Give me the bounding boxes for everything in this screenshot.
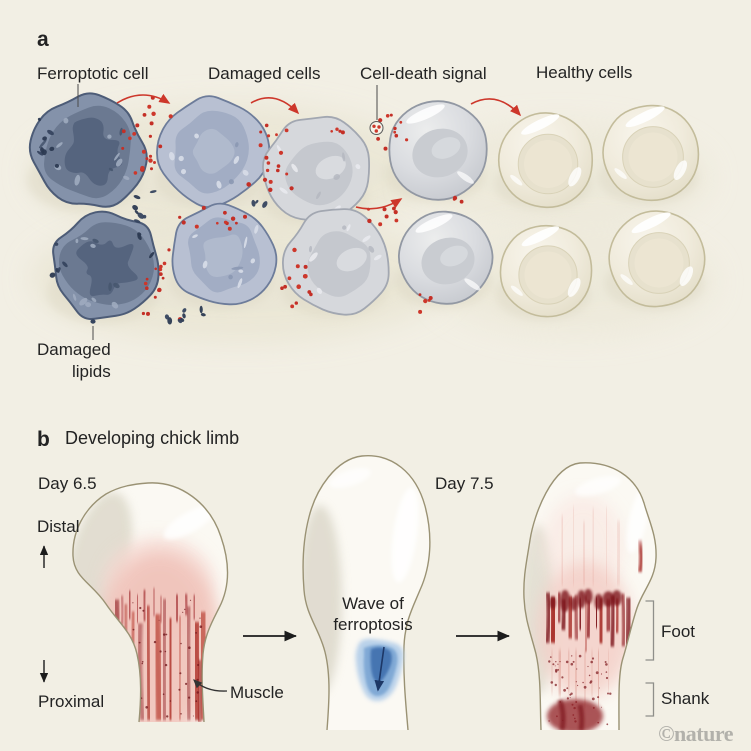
cell-type5 <box>495 224 593 321</box>
panel-b-label: b <box>37 428 50 451</box>
proximal-label: Proximal <box>38 692 104 711</box>
damaged-lipids-callout <box>90 319 96 340</box>
cell-death-signal-label: Cell-death signal <box>360 64 487 83</box>
cells-illustration <box>26 92 706 324</box>
muscle-staining-day7-5 <box>544 506 633 730</box>
limb1-outline <box>72 482 229 723</box>
cell-type3 <box>259 115 371 226</box>
red-arrow-1 <box>116 93 171 104</box>
ferroptotic-cell-label: Ferroptotic cell <box>37 64 148 83</box>
cell-type1 <box>46 210 160 324</box>
cell-type2 <box>167 202 278 310</box>
wave-direction-arrow <box>374 646 385 692</box>
damaged-lipids-label-line1: Damaged <box>37 340 111 359</box>
cell-type4 <box>394 210 494 309</box>
limb3-outline <box>523 462 657 731</box>
muscle-label: Muscle <box>230 683 284 702</box>
lipid-dot <box>90 319 96 324</box>
cell-type3 <box>280 208 390 318</box>
muscle-pointer-arrow <box>193 679 228 692</box>
wave-label-line2: ferroptosis <box>333 615 412 634</box>
cell-type5 <box>494 112 594 211</box>
damaged-cells-label: Damaged cells <box>208 64 320 83</box>
red-arrow-4 <box>355 198 403 210</box>
red-arrow-2 <box>250 97 300 115</box>
foot-label: Foot <box>661 622 695 641</box>
cell-type5 <box>598 104 700 205</box>
cell-type2 <box>154 95 271 209</box>
red-arrow-3 <box>470 98 522 117</box>
limb-day6-5 <box>72 482 229 723</box>
shank-label: Shank <box>661 689 710 708</box>
healthy-cells-label: Healthy cells <box>536 63 632 82</box>
death-propagation-arrows <box>116 93 522 210</box>
day-6-5-label: Day 6.5 <box>38 474 97 493</box>
cell-death-signal-callout <box>369 85 384 135</box>
cell-type5 <box>604 210 706 311</box>
wave-label-line1: Wave of <box>342 594 404 613</box>
distal-label: Distal <box>37 517 80 536</box>
shank-bracket <box>645 682 655 717</box>
wave-of-ferroptosis-blob <box>355 638 404 702</box>
damaged-lipids-label-line2: lipids <box>72 362 111 381</box>
panel-b-title: Developing chick limb <box>65 428 239 448</box>
signal-circle-icon <box>369 121 384 135</box>
nature-watermark: ©nature <box>658 721 734 746</box>
foot-bracket <box>645 600 655 661</box>
cell-type4 <box>384 100 488 203</box>
day-7-5-label: Day 7.5 <box>435 474 494 493</box>
panel-a-label: a <box>37 28 49 51</box>
signal-and-lipid-dots <box>36 95 464 325</box>
limb2-outline <box>302 455 431 731</box>
